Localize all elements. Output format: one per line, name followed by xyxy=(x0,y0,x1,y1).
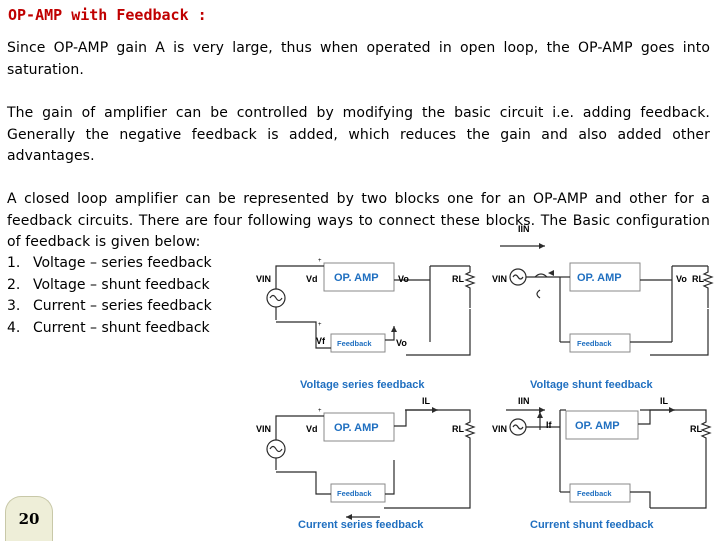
svg-text:Feedback: Feedback xyxy=(337,339,372,348)
svg-text:+: + xyxy=(318,322,322,328)
svg-text:VIN: VIN xyxy=(256,424,271,434)
caption-voltage-series: Voltage series feedback xyxy=(300,379,425,391)
svg-text:RL: RL xyxy=(692,274,704,284)
opamp-block xyxy=(565,410,639,440)
svg-text:VIN: VIN xyxy=(256,274,271,284)
list-item: 1.Voltage – series feedback xyxy=(7,255,212,271)
svg-text:VIN: VIN xyxy=(492,274,507,284)
feedback-block xyxy=(330,483,386,503)
feedback-block xyxy=(569,483,631,503)
svg-text:+: + xyxy=(318,408,322,414)
svg-text:Vo: Vo xyxy=(398,274,409,284)
page-number: 20 xyxy=(5,496,53,541)
svg-text:IIN: IIN xyxy=(518,224,530,234)
svg-text:OP. AMP: OP. AMP xyxy=(575,420,620,432)
svg-text:RL: RL xyxy=(690,424,702,434)
feedback-types-list: 1.Voltage – series feedback 2.Voltage – … xyxy=(7,253,212,339)
paragraph-open-loop: Since OP-AMP gain A is very large, thus … xyxy=(7,40,710,78)
caption-current-series: Current series feedback xyxy=(298,519,424,531)
svg-text:IL: IL xyxy=(660,396,669,406)
voltage-shunt-diagram: OP. AMP Feedback IIN VIN Vo RL Voltage s… xyxy=(492,224,714,391)
svg-text:Vo: Vo xyxy=(676,274,687,284)
svg-text:Feedback: Feedback xyxy=(577,339,612,348)
svg-text:IIN: IIN xyxy=(518,396,530,406)
svg-text:RL: RL xyxy=(452,274,464,284)
paragraph-closed-loop: A closed loop amplifier can be represent… xyxy=(7,191,710,250)
page-title: OP-AMP with Feedback : xyxy=(8,6,207,24)
opamp-block xyxy=(323,262,395,292)
svg-text:+: + xyxy=(318,258,322,264)
svg-text:Vf: Vf xyxy=(316,336,326,346)
svg-text:If: If xyxy=(546,420,553,430)
list-item: 2.Voltage – shunt feedback xyxy=(7,276,210,293)
svg-text:OP. AMP: OP. AMP xyxy=(577,272,622,284)
caption-voltage-shunt: Voltage shunt feedback xyxy=(530,379,654,391)
current-shunt-diagram: OP. AMP IL Feedback IIN If VIN RL Curren… xyxy=(492,396,712,531)
svg-text:Vo: Vo xyxy=(396,338,407,348)
voltage-series-diagram: OP. AMP Feedback VIN Vd Vo RL Vf Vo + + … xyxy=(256,258,476,391)
svg-text:Vd: Vd xyxy=(306,424,318,434)
svg-text:OP. AMP: OP. AMP xyxy=(334,422,379,434)
paragraph-gain-control: The gain of amplifier can be controlled … xyxy=(7,105,710,164)
svg-text:Feedback: Feedback xyxy=(337,489,372,498)
feedback-block xyxy=(330,333,386,353)
caption-current-shunt: Current shunt feedback xyxy=(530,519,654,531)
list-item: 3.Current – series feedback xyxy=(7,298,212,314)
svg-text:Feedback: Feedback xyxy=(577,489,612,498)
opamp-block xyxy=(569,262,641,292)
feedback-block xyxy=(569,333,631,353)
svg-text:VIN: VIN xyxy=(492,424,507,434)
svg-text:IL: IL xyxy=(422,396,431,406)
list-item: 4.Current – shunt feedback xyxy=(7,319,210,336)
svg-text:OP. AMP: OP. AMP xyxy=(334,272,379,284)
svg-text:Vd: Vd xyxy=(306,274,318,284)
opamp-block xyxy=(323,412,395,442)
svg-text:RL: RL xyxy=(452,424,464,434)
current-series-diagram: OP. AMP IL Feedback VIN Vd RL + Current … xyxy=(256,396,476,531)
